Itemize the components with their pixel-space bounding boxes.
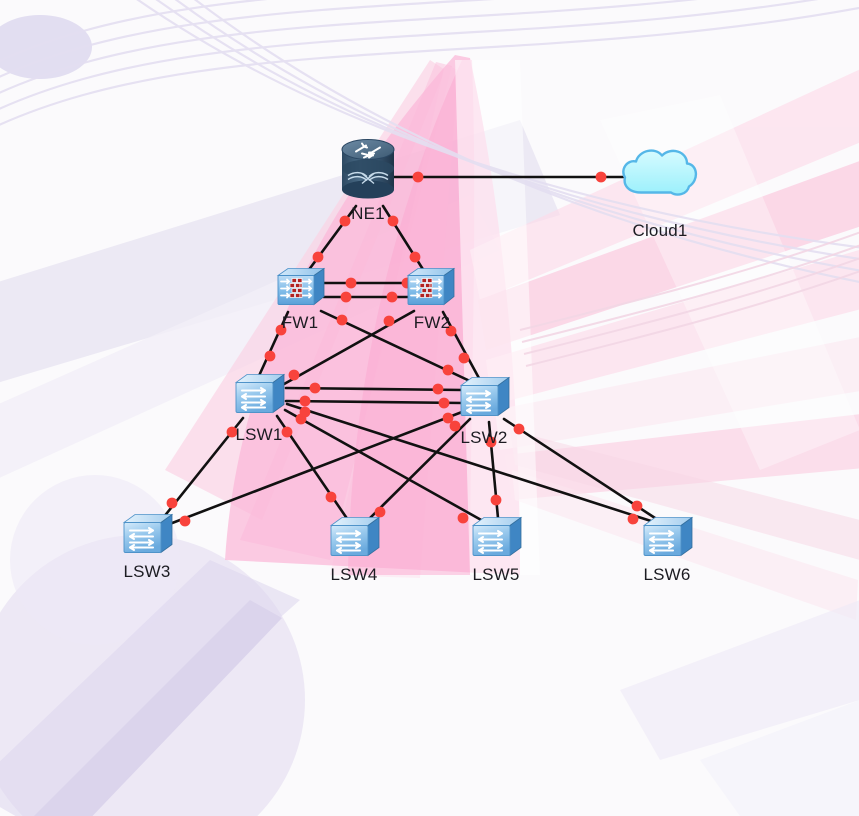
interface-dot[interactable]: [485, 436, 497, 448]
link-FW1-LSW1[interactable]: [256, 310, 290, 380]
link-LSW2-LSW3[interactable]: [165, 410, 464, 527]
interface-dot[interactable]: [275, 324, 287, 336]
router-icon[interactable]: [340, 134, 396, 211]
node-label-cloud1: Cloud1: [632, 221, 688, 240]
switch-icon[interactable]: [469, 515, 523, 566]
interface-dot[interactable]: [458, 352, 470, 364]
node-label-lsw3: LSW3: [123, 562, 171, 581]
interface-dot[interactable]: [595, 171, 607, 183]
node-label-lsw2: LSW2: [460, 428, 508, 447]
node-label-fw2: FW2: [413, 313, 451, 332]
interface-dot[interactable]: [299, 406, 311, 418]
interface-dot[interactable]: [442, 412, 454, 424]
interface-dot[interactable]: [166, 497, 178, 509]
interface-dot[interactable]: [325, 491, 337, 503]
interface-dot[interactable]: [299, 395, 311, 407]
interface-dot[interactable]: [631, 500, 643, 512]
node-label-ne1: NE1: [351, 204, 385, 223]
interface-dot[interactable]: [339, 215, 351, 227]
link-LSW1-LSW6[interactable]: [285, 402, 653, 523]
interface-dot[interactable]: [490, 494, 502, 506]
node-label-lsw4: LSW4: [330, 565, 378, 584]
interface-dot[interactable]: [412, 171, 424, 183]
link-FW2-LSW2[interactable]: [441, 310, 482, 382]
node-label-lsw5: LSW5: [472, 565, 520, 584]
interface-dot[interactable]: [374, 506, 386, 518]
interface-dot[interactable]: [309, 382, 321, 394]
interface-dot[interactable]: [264, 350, 276, 362]
interface-dot[interactable]: [449, 420, 461, 432]
firewall-icon[interactable]: [404, 266, 456, 315]
interface-dot[interactable]: [312, 251, 324, 263]
interface-dot[interactable]: [281, 426, 293, 438]
interface-dot[interactable]: [386, 291, 398, 303]
link-LSW2-LSW4[interactable]: [365, 417, 472, 523]
interface-dot[interactable]: [445, 325, 457, 337]
interface-dot[interactable]: [340, 291, 352, 303]
interface-dot[interactable]: [345, 277, 357, 289]
interface-dot[interactable]: [457, 512, 469, 524]
interface-dot[interactable]: [383, 315, 395, 327]
switch-icon[interactable]: [120, 512, 174, 563]
node-label-fw1: FW1: [281, 313, 319, 332]
interface-dot[interactable]: [409, 251, 421, 263]
interface-dots-group: [166, 171, 643, 527]
interface-dot[interactable]: [432, 383, 444, 395]
interface-dot[interactable]: [226, 426, 238, 438]
interface-dot[interactable]: [179, 515, 191, 527]
interface-dot[interactable]: [442, 364, 454, 376]
interface-dot[interactable]: [513, 423, 525, 435]
interface-dot[interactable]: [288, 369, 300, 381]
switch-icon[interactable]: [640, 515, 694, 566]
interface-dot[interactable]: [387, 215, 399, 227]
interface-dot[interactable]: [336, 314, 348, 326]
switch-icon[interactable]: [232, 372, 286, 423]
switch-icon[interactable]: [327, 515, 381, 566]
link-LSW1-LSW5[interactable]: [283, 408, 485, 523]
firewall-icon[interactable]: [274, 266, 326, 315]
link-LSW1-LSW2[interactable]: [284, 399, 465, 405]
link-LSW2-LSW6[interactable]: [502, 417, 657, 520]
node-label-lsw6: LSW6: [643, 565, 691, 584]
interface-dot[interactable]: [438, 397, 450, 409]
interface-dot[interactable]: [627, 513, 639, 525]
node-label-lsw1: LSW1: [235, 425, 283, 444]
cloud-icon[interactable]: [619, 143, 701, 210]
switch-icon[interactable]: [457, 375, 511, 426]
